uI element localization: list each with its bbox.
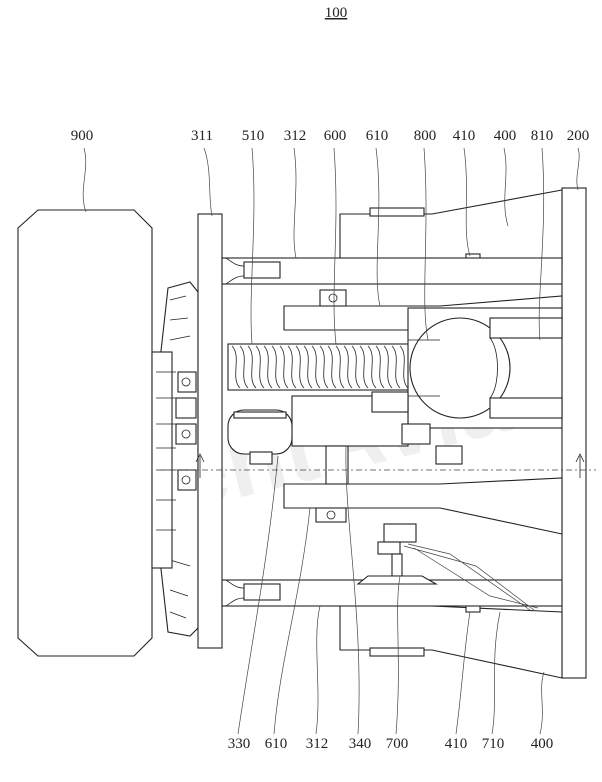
wheel-900 <box>17 209 153 657</box>
belt-330 <box>227 409 463 485</box>
hub-assembly <box>151 281 199 637</box>
leader-lines-top <box>82 147 580 345</box>
label-bottom-700: 700 <box>386 736 409 752</box>
label-top-311: 311 <box>191 128 213 144</box>
upper-arm-400 <box>339 189 563 267</box>
label-top-610: 610 <box>366 128 389 144</box>
label-top-810: 810 <box>531 128 554 144</box>
label-bottom-340: 340 <box>349 736 372 752</box>
label-bottom-330: 330 <box>228 736 251 752</box>
knuckle-plate-311 <box>197 213 223 649</box>
label-bottom-610: 610 <box>265 736 288 752</box>
label-top-600: 600 <box>324 128 347 144</box>
label-top-400: 400 <box>494 128 517 144</box>
label-top-312: 312 <box>284 128 307 144</box>
label-bottom-312: 312 <box>306 736 329 752</box>
label-top-410: 410 <box>453 128 476 144</box>
label-top-800: 800 <box>414 128 437 144</box>
label-top-510: 510 <box>242 128 265 144</box>
sensor-700 <box>356 523 539 611</box>
section-line-f <box>160 453 596 478</box>
leader-lines-bottom <box>237 445 545 735</box>
sensor-wires-710 <box>403 543 539 611</box>
actuator-block-340 <box>291 391 431 447</box>
label-top-900: 900 <box>71 128 94 144</box>
frame-plate-200 <box>561 187 587 679</box>
upper-link-312 <box>221 257 563 285</box>
label-bottom-400: 400 <box>531 736 554 752</box>
figure-number: 100 <box>325 5 348 21</box>
lower-mount-610 <box>283 477 563 535</box>
motor-housing-800 <box>407 307 563 429</box>
label-bottom-410: 410 <box>445 736 468 752</box>
lower-arm-400 <box>339 603 563 679</box>
label-top-200: 200 <box>567 128 590 144</box>
label-bottom-710: 710 <box>482 736 505 752</box>
spring-510 <box>227 343 411 391</box>
